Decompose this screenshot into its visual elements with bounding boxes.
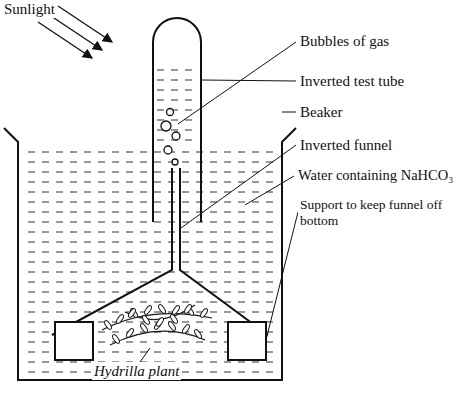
part-label: Inverted funnel — [298, 136, 394, 154]
leader-lines — [140, 42, 298, 362]
sunlight-label: Sunlight — [2, 0, 57, 18]
support-block — [55, 322, 93, 360]
part-label: Support to keep funnel off bottom — [298, 197, 457, 229]
gas-bubbles — [161, 109, 180, 166]
funnel — [52, 168, 268, 335]
support-block — [228, 322, 266, 360]
water-lines — [28, 70, 273, 372]
part-label: Bubbles of gas — [298, 32, 391, 50]
part-label: Beaker — [298, 103, 344, 121]
beaker — [4, 128, 296, 380]
part-label: Water containing NaHCO₃ — [296, 167, 455, 184]
test-tube — [153, 18, 201, 222]
part-label: Inverted test tube — [298, 72, 406, 90]
hydrilla-plant — [102, 305, 212, 345]
plant-leaves — [103, 304, 208, 345]
part-label: Hydrilla plant — [92, 362, 181, 380]
